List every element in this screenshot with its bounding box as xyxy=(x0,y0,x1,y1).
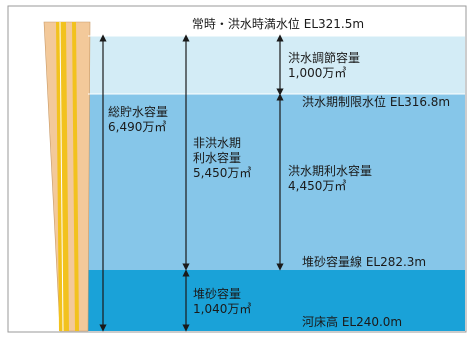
flood-limit-level-label: 洪水期制限水位 EL316.8m xyxy=(302,94,450,109)
sediment-line-level-label: 堆砂容量線 EL282.3m xyxy=(302,254,426,269)
sediment-capacity-label: 堆砂容量 xyxy=(193,286,241,301)
non-flood-season-label-2: 利水容量 xyxy=(193,150,241,165)
non-flood-season-value: 5,450万㎥ xyxy=(193,166,251,180)
dam-core-highlight xyxy=(59,21,64,332)
sediment-zone xyxy=(88,270,465,331)
dam-core-left xyxy=(56,22,69,331)
flood-season-water-use-value: 4,450万㎥ xyxy=(288,179,346,193)
flood-control-value: 1,000万㎥ xyxy=(288,66,346,80)
dam-core-right xyxy=(72,22,79,331)
riverbed-level-label: 河床高 EL240.0m xyxy=(302,314,402,329)
total-capacity-label: 総貯水容量 xyxy=(108,104,168,119)
flood-control-label: 洪水調節容量 xyxy=(288,50,360,65)
flood-full-level-label: 常時・洪水時満水位 EL321.5m xyxy=(192,16,364,31)
sediment-capacity-value: 1,040万㎥ xyxy=(193,302,251,316)
total-capacity-value: 6,490万㎥ xyxy=(108,120,166,134)
flood-control-zone xyxy=(88,36,465,94)
flood-season-water-use-label: 洪水期利水容量 xyxy=(288,163,372,178)
non-flood-season-label-1: 非洪水期 xyxy=(193,136,241,150)
